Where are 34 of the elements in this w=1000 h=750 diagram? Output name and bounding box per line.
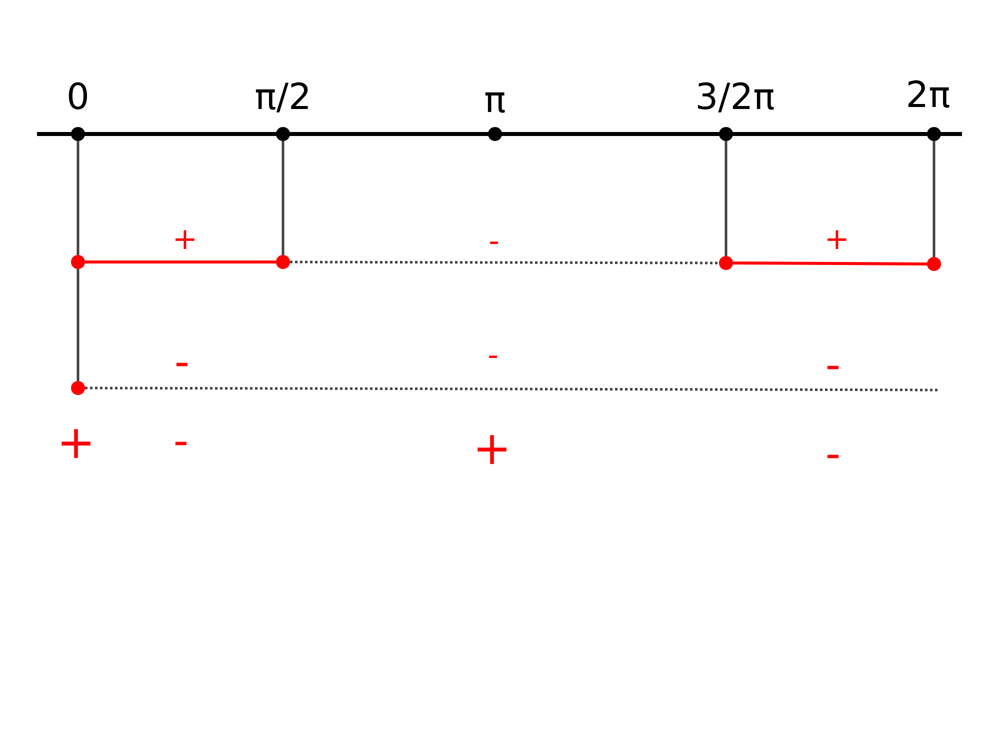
dotted-line	[85, 386, 940, 392]
drop-line	[724, 141, 728, 256]
sign-label: -	[174, 341, 190, 383]
sign-label: -	[488, 227, 500, 257]
sign-label: -	[173, 420, 189, 462]
axis-point-icon	[719, 127, 733, 141]
drop-line	[76, 141, 80, 255]
axis-point-icon	[71, 127, 85, 141]
interval-endpoint-icon	[927, 257, 941, 271]
sign-label: +	[56, 419, 96, 465]
interval-endpoint-icon	[276, 255, 290, 269]
tick-label: π	[484, 83, 506, 119]
tick-label: 0	[66, 80, 90, 116]
drop-line	[76, 269, 80, 381]
sign-label: +	[824, 225, 850, 255]
interval-endpoint-icon	[71, 255, 85, 269]
axis-point-icon	[927, 127, 941, 141]
sign-label: +	[472, 425, 512, 471]
drop-line	[932, 141, 936, 257]
axis-point-icon	[276, 127, 290, 141]
drop-line	[282, 141, 284, 255]
interval-endpoint-icon	[71, 381, 85, 395]
dotted-line	[290, 260, 719, 264]
interval-segment	[85, 260, 276, 264]
sign-label: -	[825, 433, 841, 475]
interval-segment	[733, 262, 927, 266]
tick-label: 3/2π	[695, 80, 775, 116]
axis-point-icon	[488, 127, 502, 141]
tick-label: π/2	[254, 80, 312, 116]
sign-label: -	[825, 344, 841, 386]
tick-label: 2π	[906, 78, 950, 114]
sign-label: -	[488, 341, 498, 371]
sign-label: +	[172, 225, 198, 255]
interval-endpoint-icon	[719, 256, 733, 270]
